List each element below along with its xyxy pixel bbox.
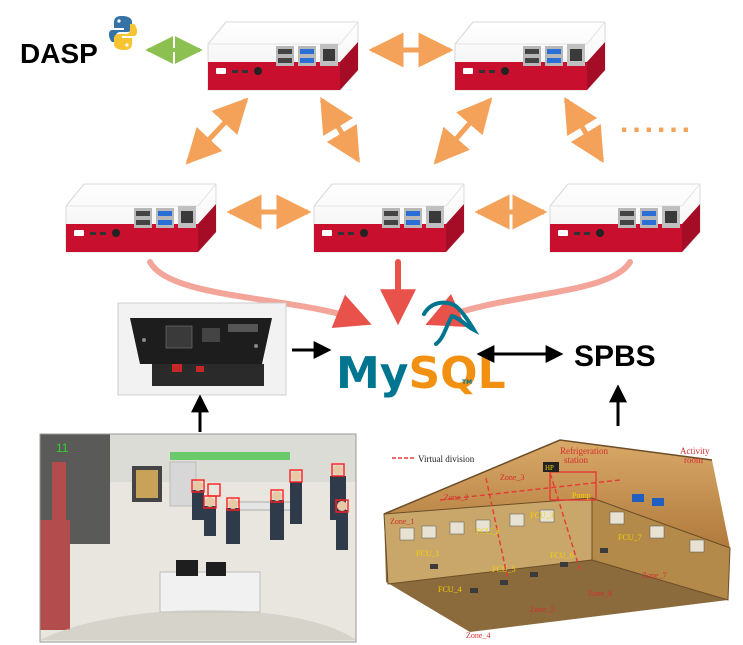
arrow-pi1-pi3 <box>185 97 249 165</box>
dolphin-icon <box>422 300 480 346</box>
zone-6-label: Zone_6 <box>588 589 612 598</box>
fcu-3-label: FCU_3 <box>530 511 554 520</box>
edge-computing-board <box>117 302 287 396</box>
fcu-2-label: FCU_2 <box>476 527 500 536</box>
activity-room-label-line2: room <box>684 455 703 465</box>
python-logo-icon <box>109 16 137 50</box>
raspberry-pi-node-5 <box>549 183 701 253</box>
camera-counter: 11 <box>56 441 69 455</box>
data-flow-arrows <box>147 259 633 329</box>
camera-view: 11 <box>39 433 357 643</box>
arrow-pi1-pi4 <box>319 96 361 164</box>
zone-2-label: Zone_2 <box>444 493 468 502</box>
raspberry-pi-node-4 <box>313 183 465 253</box>
zone-5-label: Zone_5 <box>530 605 554 614</box>
activity-room-label-line1: Activity <box>680 446 710 456</box>
fcu-5-label: FCU_5 <box>492 565 516 574</box>
arrow-pi3-mysql <box>147 259 372 329</box>
svg-text:MySQL: MySQL <box>336 348 506 399</box>
hp-box <box>543 462 559 472</box>
arrow-pi5-mysql <box>425 259 633 327</box>
pump-label: Pump <box>572 491 591 500</box>
fcu-1-label: FCU_1 <box>416 549 440 558</box>
face-detection-boxes <box>191 463 349 513</box>
zone-4-label: Zone_4 <box>466 631 490 640</box>
raspberry-pi-node-2 <box>454 21 606 91</box>
dasp-label: DASP <box>20 38 98 69</box>
virtual-division-legend: Virtual division <box>418 454 475 464</box>
spbs-label: SPBS <box>574 340 656 373</box>
arrow-pi2-pi5 <box>563 96 605 164</box>
fcu-6-label: FCU_6 <box>550 551 574 560</box>
mysql-my-text: My <box>336 348 408 399</box>
mysql-logo: MySQL TM <box>336 300 506 399</box>
refrigeration-label-line2: station <box>564 455 588 465</box>
mysql-tm-text: TM <box>462 379 472 386</box>
arrow-pi2-pi4 <box>433 97 493 165</box>
more-nodes-ellipsis: ...... <box>620 106 694 139</box>
zone-1-label: Zone_1 <box>390 517 414 526</box>
raspberry-pi-node-1 <box>207 21 359 91</box>
peer-arrows <box>185 32 605 230</box>
fcu-7-label: FCU_7 <box>618 533 642 542</box>
zone-7-label: Zone_7 <box>642 571 666 580</box>
raspberry-pi-node-3 <box>65 183 217 253</box>
fcu-4-label: FCU_4 <box>438 585 462 594</box>
hp-label: HP <box>545 464 554 472</box>
mysql-sql-text: SQL <box>408 348 505 399</box>
zone-3-label: Zone_3 <box>500 473 524 482</box>
refrigeration-label-line1: Refrigeration <box>560 446 608 456</box>
